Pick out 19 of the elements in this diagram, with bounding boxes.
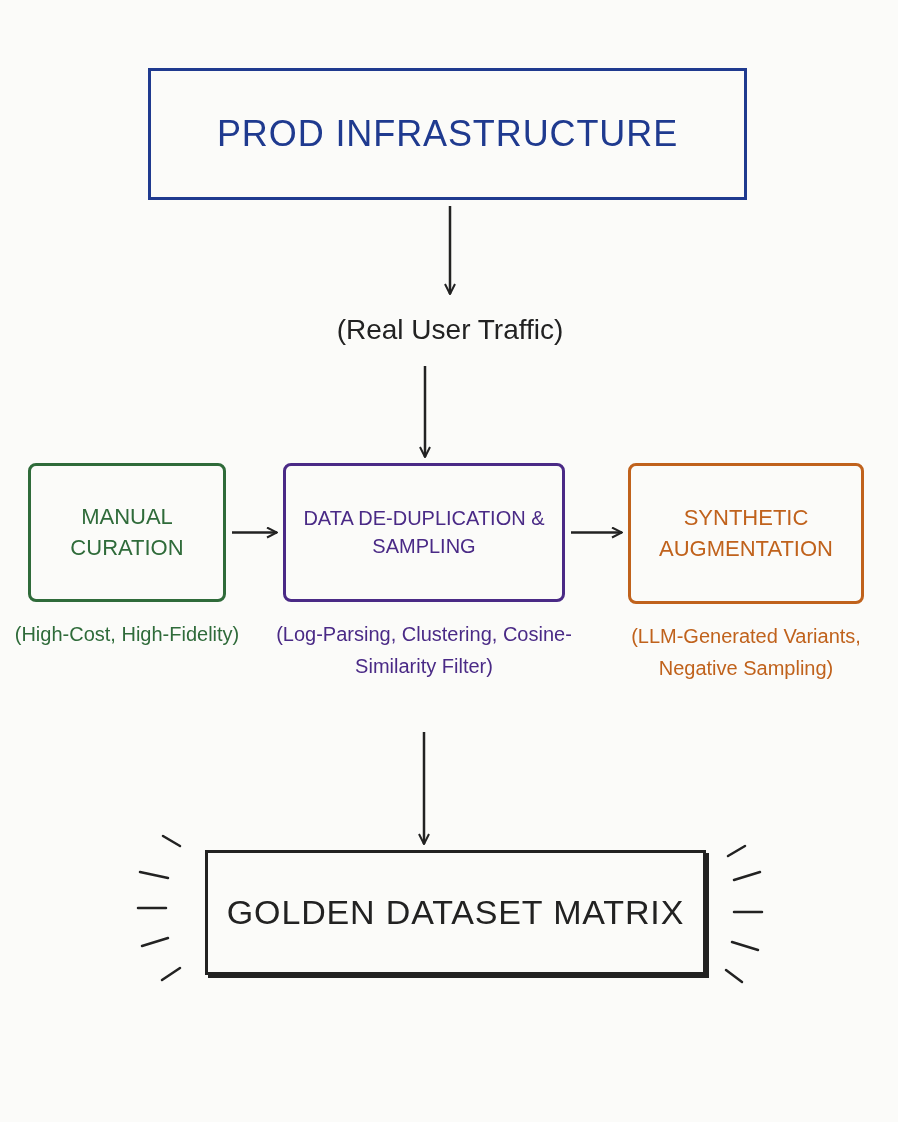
arrow	[444, 206, 456, 295]
node-caption: (LLM-Generated Variants, Negative Sampling)	[630, 624, 862, 681]
node-text: (Real User Traffic)	[335, 312, 565, 347]
node-caption: (High-Cost, High-Fidelity)	[13, 622, 241, 647]
arrow	[418, 732, 430, 845]
node-text: MANUAL CURATION	[69, 503, 185, 562]
node-text: SYNTHETIC AUGMENTATION	[658, 504, 834, 563]
process-box	[283, 463, 565, 602]
node-text: PROD INFRASTRUCTURE	[215, 112, 680, 157]
node-caption: (Log-Parsing, Clustering, Cosine-Similarity Filter)	[275, 622, 573, 679]
arrow	[419, 366, 431, 458]
arrow	[232, 526, 278, 539]
process-box	[628, 463, 864, 604]
node-text: GOLDEN DATASET MATRIX	[225, 892, 686, 934]
arrow	[571, 526, 623, 539]
process-box	[148, 68, 747, 200]
process-box	[28, 463, 226, 602]
process-box	[205, 850, 706, 975]
node-text: DATA DE-DUPLICATION & SAMPLING	[302, 506, 546, 559]
